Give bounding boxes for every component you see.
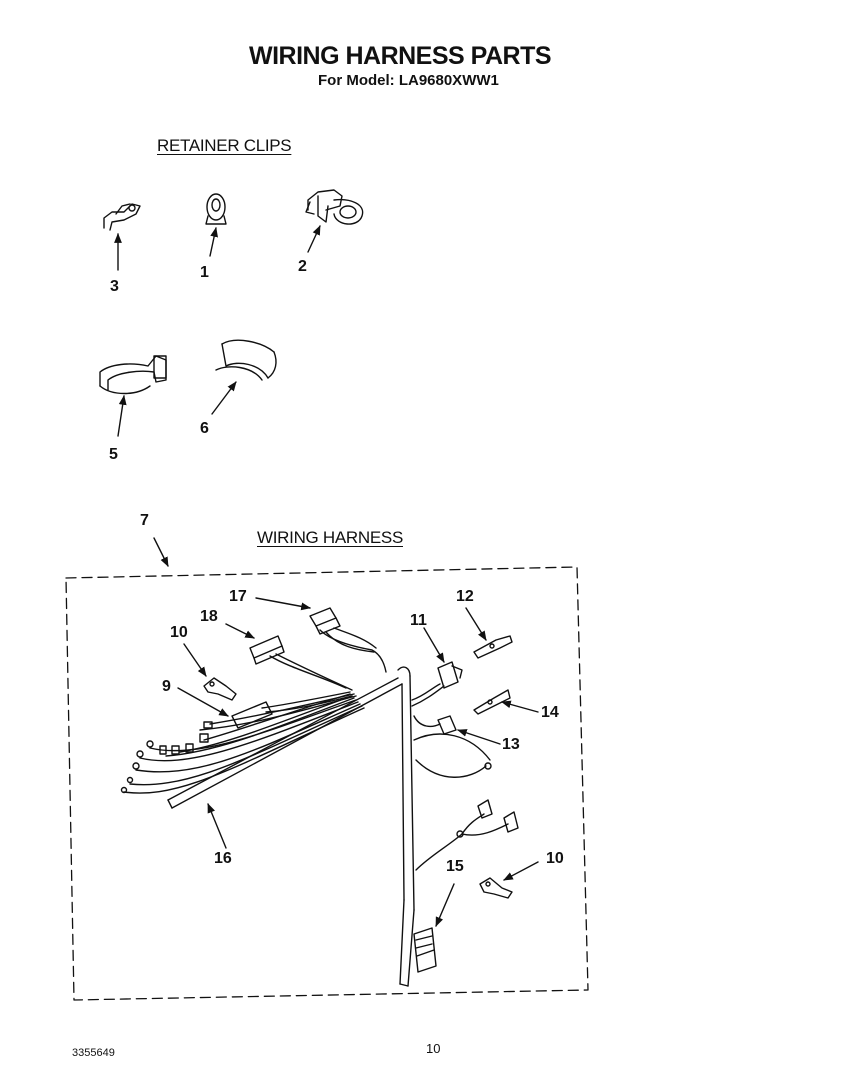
callout-12: 12 bbox=[456, 588, 474, 605]
callout-6: 6 bbox=[200, 420, 209, 437]
connector-lower-right bbox=[415, 799, 519, 871]
retainer-clip-5 bbox=[99, 355, 167, 395]
page-number: 10 bbox=[426, 1041, 441, 1056]
terminal-12 bbox=[473, 635, 513, 659]
retainer-clip-6 bbox=[215, 339, 277, 381]
connector-18 bbox=[249, 635, 353, 691]
retainer-clip-1 bbox=[205, 193, 227, 225]
terminal-10-right bbox=[479, 877, 513, 899]
callout-7: 7 bbox=[140, 512, 149, 529]
callout-5: 5 bbox=[109, 446, 118, 463]
harness-main-trunk bbox=[167, 666, 415, 987]
callout-11: 11 bbox=[410, 612, 427, 629]
connector-17 bbox=[309, 607, 387, 673]
callout-1: 1 bbox=[200, 264, 209, 281]
retainer-clip-3 bbox=[103, 203, 141, 231]
retainer-clips-heading: RETAINER CLIPS bbox=[157, 136, 292, 155]
callout-18: 18 bbox=[200, 608, 218, 625]
terminal-14 bbox=[473, 689, 511, 715]
document-number: 3355649 bbox=[72, 1047, 115, 1059]
connector-13 bbox=[413, 715, 492, 778]
callout-10-left: 10 bbox=[170, 624, 188, 641]
callout-14: 14 bbox=[541, 704, 559, 721]
retainer-clip-2 bbox=[305, 189, 364, 225]
page-title: WIRING HARNESS PARTS bbox=[248, 42, 552, 70]
callout-13: 13 bbox=[502, 736, 520, 753]
connector-15 bbox=[413, 927, 437, 973]
wire-fan-left bbox=[120, 693, 365, 794]
callout-2: 2 bbox=[298, 258, 307, 275]
connector-11 bbox=[411, 661, 463, 707]
terminal-10-left bbox=[203, 677, 237, 701]
callout-10-right: 10 bbox=[546, 850, 564, 867]
wiring-harness-heading: WIRING HARNESS bbox=[257, 528, 403, 547]
callout-3: 3 bbox=[110, 278, 119, 295]
callout-15: 15 bbox=[446, 858, 464, 875]
callout-9: 9 bbox=[162, 678, 171, 695]
callout-16: 16 bbox=[214, 850, 232, 867]
callout-17: 17 bbox=[229, 588, 247, 605]
model-line: For Model: LA9680XWW1 bbox=[318, 72, 499, 89]
harness-dashed-boundary bbox=[65, 566, 589, 1001]
